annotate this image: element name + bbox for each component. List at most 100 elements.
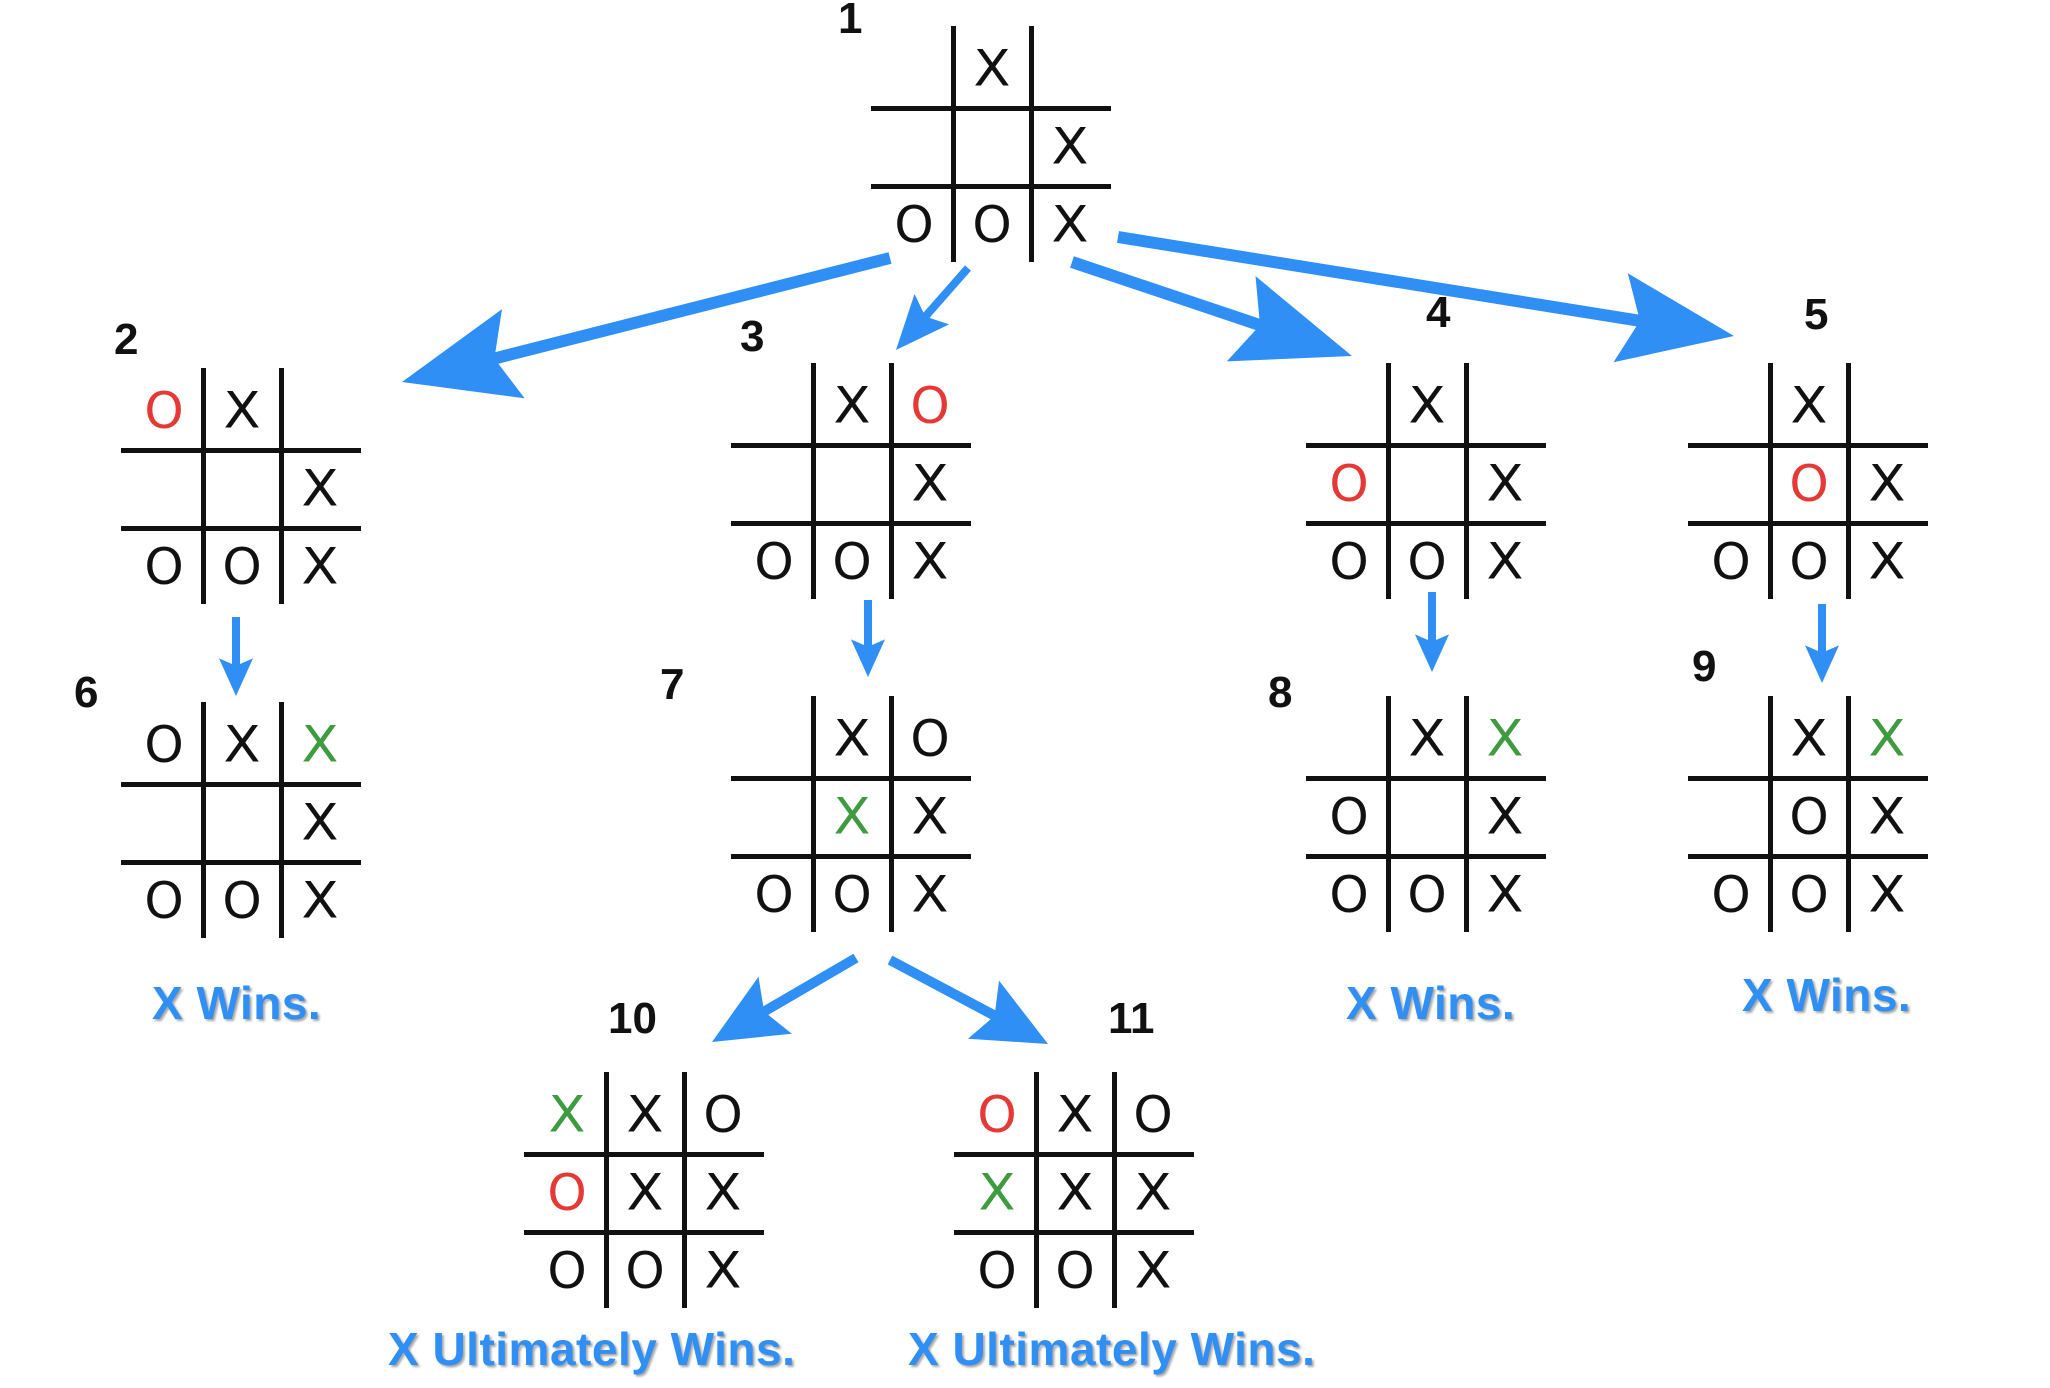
o-mark: O	[547, 1242, 587, 1300]
grid-vertical-line	[1464, 363, 1469, 599]
outcome-label-node-8: X Wins.	[1346, 977, 1516, 1029]
grid-horizontal-line	[954, 1152, 1194, 1157]
node-number-label: 3	[740, 312, 765, 361]
arrow-7-to-11	[887, 955, 1048, 1044]
x-mark: X	[626, 1163, 664, 1222]
grid-vertical-line	[1112, 1072, 1117, 1308]
x-mark: X	[1486, 454, 1524, 513]
grid-vertical-line	[811, 696, 816, 932]
o-mark: O	[144, 872, 184, 930]
grid-vertical-line	[1034, 1072, 1039, 1308]
o-mark: O	[972, 196, 1012, 254]
o-mark: O	[1789, 455, 1829, 513]
grid-vertical-line	[201, 702, 206, 938]
grid-vertical-line	[811, 363, 816, 599]
empty-cell	[735, 445, 813, 523]
x-mark: X	[1056, 1085, 1094, 1144]
grid-vertical-line	[1846, 363, 1851, 599]
empty-cell	[203, 784, 281, 862]
empty-cell	[1388, 778, 1466, 856]
grid-vertical-line	[682, 1072, 687, 1308]
o-mark: O	[1789, 788, 1829, 846]
o-mark: O	[1789, 533, 1829, 591]
o-mark: O	[703, 1086, 743, 1144]
o-mark: O	[1055, 1242, 1095, 1300]
empty-cell	[735, 700, 813, 778]
o-mark: O	[144, 716, 184, 774]
x-mark: X	[626, 1085, 664, 1144]
arrow-1-to-5	[1117, 231, 1734, 363]
node-number-label: 1	[838, 0, 863, 43]
grid-horizontal-line	[524, 1152, 764, 1157]
empty-cell	[125, 450, 203, 528]
x-mark: X	[1408, 376, 1446, 435]
x-mark: X	[1868, 532, 1906, 591]
x-mark: X	[1056, 1163, 1094, 1222]
empty-cell	[1466, 367, 1544, 445]
grid-horizontal-line	[1306, 776, 1546, 781]
x-mark: X	[911, 532, 949, 591]
o-mark: O	[977, 1242, 1017, 1300]
grid-horizontal-line	[121, 526, 361, 531]
x-mark: X	[223, 715, 261, 774]
grid-vertical-line	[889, 696, 894, 932]
grid-horizontal-line	[121, 448, 361, 453]
empty-cell	[1692, 367, 1770, 445]
outcome-label-node-6: X Wins.	[152, 977, 322, 1029]
empty-cell	[1388, 445, 1466, 523]
o-mark: O	[910, 710, 950, 768]
x-mark: X	[833, 787, 871, 846]
x-mark: X	[1486, 865, 1524, 924]
node-number-label: 7	[660, 660, 685, 709]
outcome-label-node-10: X Ultimately Wins.	[388, 1323, 796, 1375]
x-mark: X	[1790, 709, 1828, 768]
x-mark: X	[548, 1085, 586, 1144]
x-mark: X	[301, 871, 339, 930]
o-mark: O	[1711, 866, 1751, 924]
x-mark: X	[1051, 117, 1089, 176]
grid-horizontal-line	[871, 184, 1111, 189]
arrow-1-to-4	[1070, 256, 1352, 362]
arrow-5-to-9	[1805, 604, 1839, 683]
x-mark: X	[301, 537, 339, 596]
arrow-7-to-10	[712, 953, 859, 1042]
empty-cell	[735, 778, 813, 856]
grid-horizontal-line	[731, 521, 971, 526]
arrow-1-to-3	[896, 265, 971, 350]
x-mark: X	[301, 793, 339, 852]
o-mark: O	[754, 866, 794, 924]
o-mark: O	[222, 538, 262, 596]
o-mark: O	[832, 533, 872, 591]
x-mark: X	[1868, 865, 1906, 924]
grid-horizontal-line	[121, 860, 361, 865]
o-mark: O	[1789, 866, 1829, 924]
o-mark: O	[625, 1242, 665, 1300]
empty-cell	[203, 450, 281, 528]
o-mark: O	[547, 1164, 587, 1222]
grid-vertical-line	[1768, 363, 1773, 599]
node-number-label: 6	[74, 668, 99, 717]
x-mark: X	[1134, 1241, 1172, 1300]
x-mark: X	[1486, 532, 1524, 591]
x-mark: X	[1868, 787, 1906, 846]
node-number-label: 2	[114, 315, 139, 364]
grid-vertical-line	[951, 26, 956, 262]
node-number-label: 11	[1108, 994, 1155, 1043]
o-mark: O	[1329, 455, 1369, 513]
empty-cell	[1031, 30, 1109, 108]
empty-cell	[1310, 700, 1388, 778]
x-mark: X	[1408, 709, 1446, 768]
